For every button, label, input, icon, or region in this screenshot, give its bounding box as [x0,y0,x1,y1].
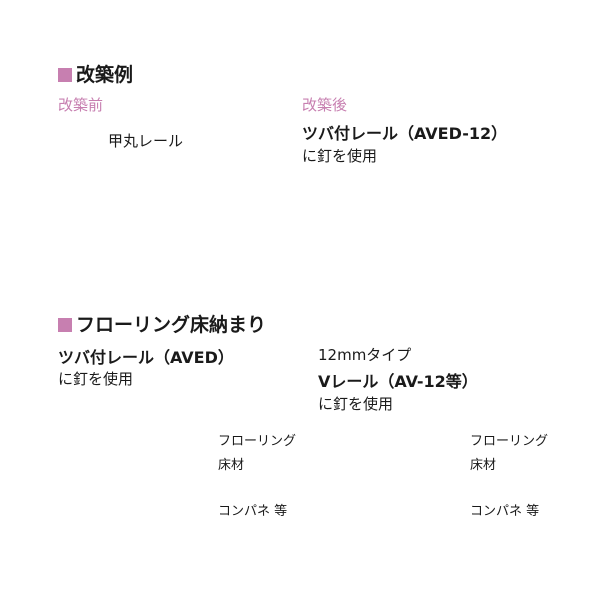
right-layer-bottom-label: コンパネ 等 [470,504,540,519]
arrow-right-icon [256,194,294,240]
after-rail-right [453,175,531,267]
left-layer-top-label-2: 床材 [218,458,245,473]
section1-title: 改築例 [58,60,133,87]
after-wood-board [299,177,551,277]
accent-square-icon [58,68,72,82]
right-dimension-line [457,417,469,531]
right-type-line: 12mmタイプ [318,346,412,364]
left-product-line: ツバ付レール（AVED） [58,348,234,367]
right-floor-rail [352,419,418,505]
before-rail-label: 甲丸レール [108,132,184,150]
before-label: 改築前 [58,96,104,114]
left-dimension-line [204,417,216,531]
after-rail-left [315,175,393,267]
left-layer-bottom-label: コンパネ 等 [218,504,288,519]
right-usage-line: に釘を使用 [318,395,394,413]
left-floor-rail [93,415,171,507]
right-layer-top-label-2: 床材 [470,458,497,473]
right-floor-section [309,417,461,531]
section2-title: フローリング床納まり [58,310,266,337]
after-label: 改築後 [302,96,348,114]
after-usage-line: に釘を使用 [302,147,378,165]
right-product-line: Vレール（AV-12等） [318,372,478,391]
left-floor-section [56,417,208,531]
left-usage-line: に釘を使用 [58,370,134,388]
left-layer-top-label-1: フローリング [218,434,297,449]
before-round-rail-right [205,156,237,179]
right-layer-top-label-1: フローリング [470,434,549,449]
before-round-rail-left [65,156,97,179]
after-product-line: ツバ付レール（AVED-12） [302,124,508,143]
accent-square-icon [58,318,72,332]
before-wood-board [56,177,248,277]
